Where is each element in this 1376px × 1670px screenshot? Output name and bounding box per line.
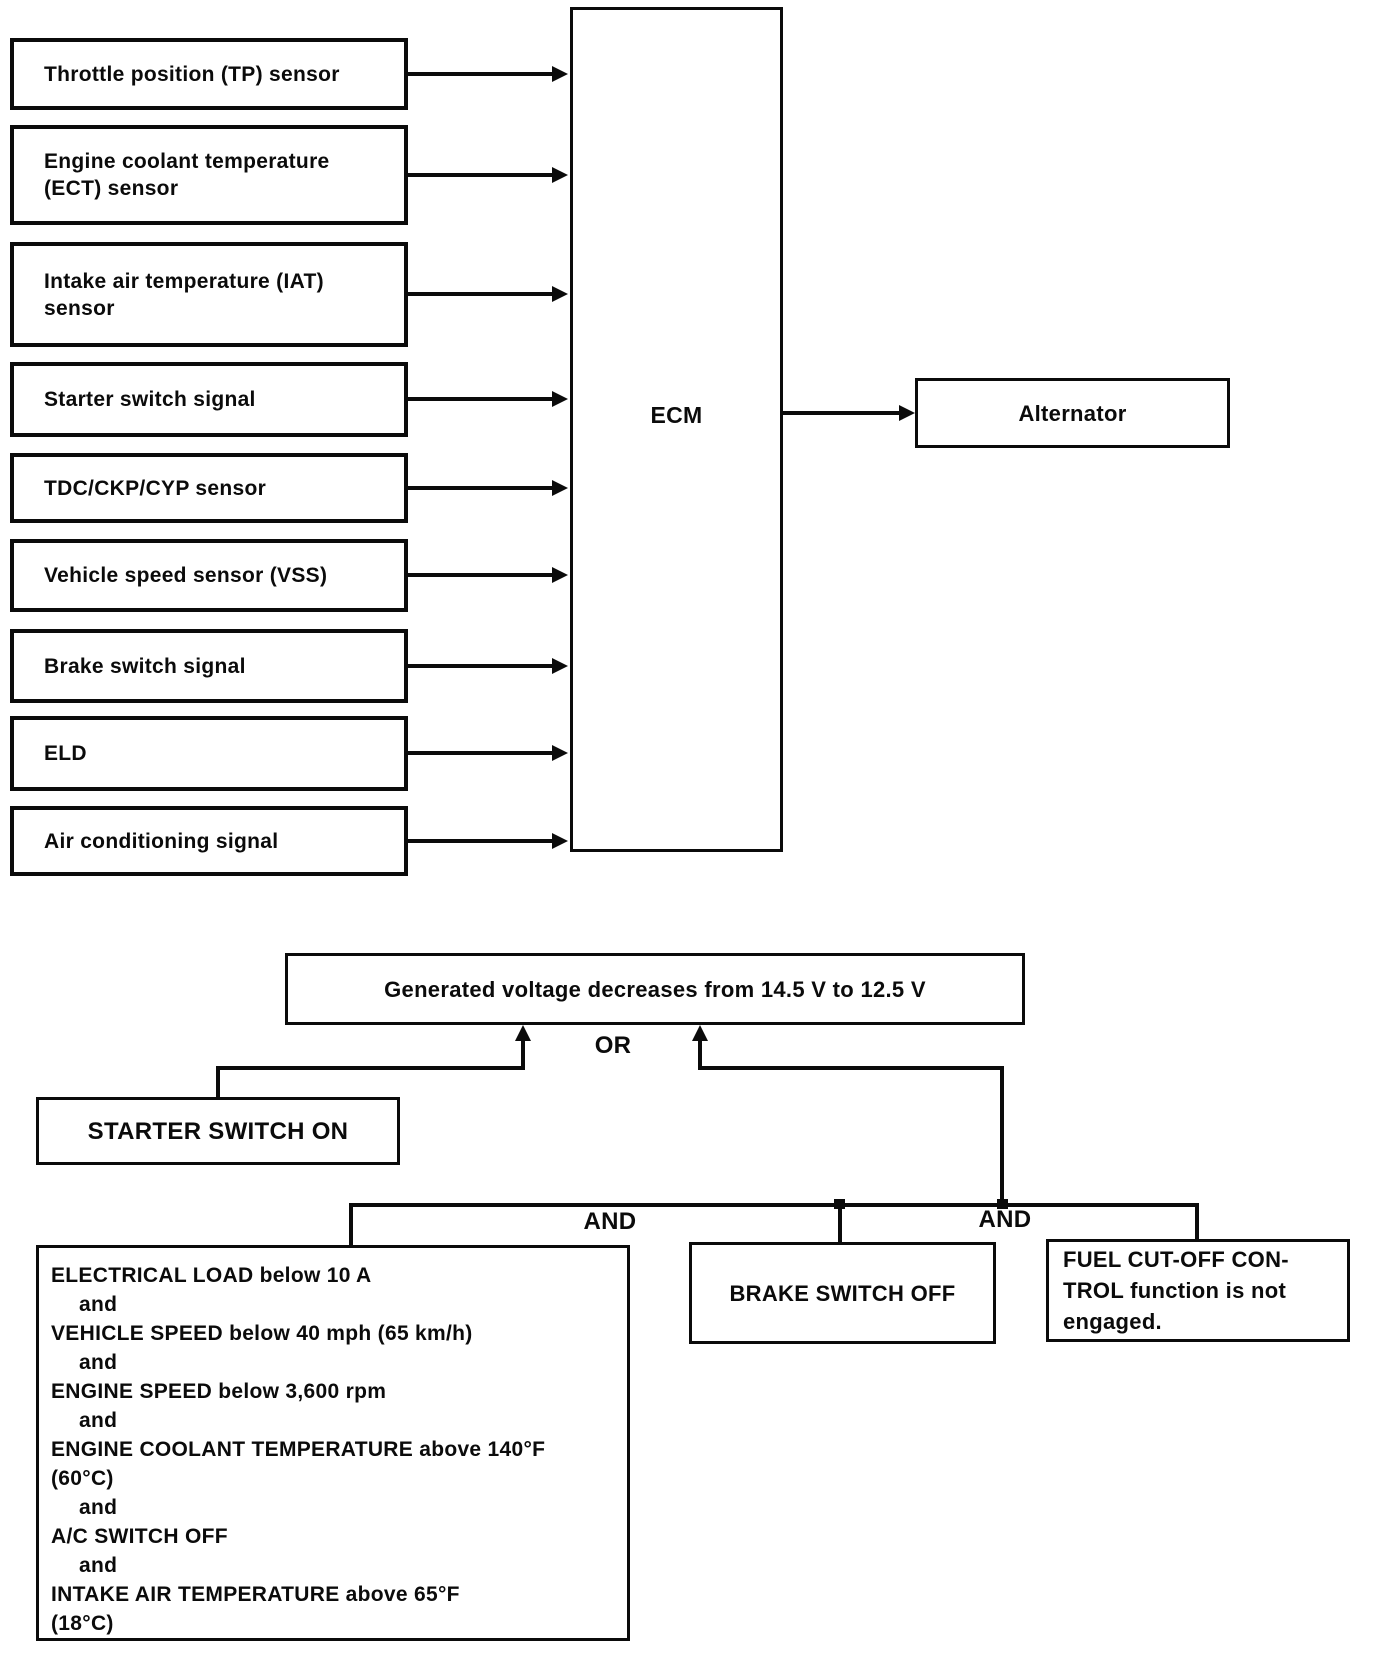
condition-line: A/C SWITCH OFF [51, 1525, 228, 1548]
connector-line [1195, 1203, 1199, 1239]
input-label: Throttle position (TP) sensor [44, 62, 340, 86]
fuel-cutoff-line: engaged. [1063, 1309, 1162, 1334]
fuel-cutoff-line: FUEL CUT-OFF CON- [1063, 1247, 1289, 1272]
starter-switch-on-label: STARTER SWITCH ON [87, 1117, 349, 1145]
condition-line: ENGINE COOLANT TEMPERATURE above 140°F [51, 1438, 546, 1461]
connector-line [521, 1038, 525, 1070]
starter-switch-on-box: STARTER SWITCH ON [36, 1097, 400, 1165]
input-box-ac-signal: Air conditioning signal [10, 806, 408, 876]
condition-line: (60°C) [51, 1467, 114, 1490]
input-label: Engine coolant temperature (ECT) sensor [44, 150, 330, 200]
connector-line [216, 1066, 525, 1070]
conditions-box: ELECTRICAL LOAD below 10 A and VEHICLE S… [36, 1245, 630, 1641]
connector-line [408, 486, 556, 490]
arrow-into-ecm-icon [552, 745, 568, 761]
arrow-into-ecm-icon [552, 286, 568, 302]
connector-line [216, 1066, 220, 1099]
junction-dot [997, 1199, 1008, 1209]
input-box-vss: Vehicle speed sensor (VSS) [10, 539, 408, 612]
connector-line [408, 397, 556, 401]
condition-and: and [79, 1496, 118, 1519]
connector-line [838, 1203, 842, 1242]
and-left-operator-label: AND [583, 1208, 637, 1235]
connector-line [408, 751, 556, 755]
condition-and: and [79, 1554, 118, 1577]
input-box-iat-sensor: Intake air temperature (IAT) sensor [10, 242, 408, 347]
input-label: Air conditioning signal [44, 829, 279, 853]
or-operator-label: OR [594, 1032, 632, 1059]
input-box-eld: ELD [10, 716, 408, 791]
arrow-up-or-left-icon [515, 1025, 531, 1041]
connector-line [408, 573, 556, 577]
junction-dot [834, 1199, 845, 1209]
connector-line [408, 72, 556, 76]
input-box-tdc-ckp-cyp: TDC/CKP/CYP sensor [10, 453, 408, 523]
connector-line [408, 292, 556, 296]
input-box-ect-sensor: Engine coolant temperature (ECT) sensor [10, 125, 408, 225]
condition-line: VEHICLE SPEED below 40 mph (65 km/h) [51, 1322, 473, 1345]
connector-line [783, 411, 901, 415]
condition-and: and [79, 1293, 118, 1316]
input-label: Starter switch signal [44, 388, 256, 411]
connector-line [408, 173, 556, 177]
input-label: ELD [44, 742, 87, 765]
condition-line: (18°C) [51, 1612, 114, 1635]
input-box-brake-switch: Brake switch signal [10, 629, 408, 703]
condition-line: ENGINE SPEED below 3,600 rpm [51, 1380, 387, 1403]
connector-line [698, 1066, 1004, 1070]
arrow-into-ecm-icon [552, 66, 568, 82]
arrow-into-ecm-icon [552, 480, 568, 496]
result-label: Generated voltage decreases from 14.5 V … [384, 976, 926, 1002]
fuel-cutoff-box: FUEL CUT-OFF CON- TROL function is not e… [1046, 1239, 1350, 1342]
and-right-operator-label: AND [978, 1206, 1032, 1233]
connector-line [408, 839, 556, 843]
arrow-into-ecm-icon [552, 567, 568, 583]
input-box-starter-switch: Starter switch signal [10, 362, 408, 437]
condition-and: and [79, 1409, 118, 1432]
arrow-into-ecm-icon [552, 167, 568, 183]
input-label: Brake switch signal [44, 654, 246, 678]
ecm-label: ECM [650, 402, 703, 428]
arrow-up-or-right-icon [692, 1025, 708, 1041]
result-box: Generated voltage decreases from 14.5 V … [285, 953, 1025, 1025]
ecm-box: ECM [570, 7, 783, 852]
connector-line [1000, 1066, 1004, 1207]
alternator-label: Alternator [1018, 400, 1127, 426]
alternator-box: Alternator [915, 378, 1230, 448]
input-label: Intake air temperature (IAT) sensor [44, 269, 324, 320]
connector-line [698, 1038, 702, 1070]
fuel-cutoff-line: TROL function is not [1063, 1278, 1287, 1303]
condition-and: and [79, 1351, 118, 1374]
arrow-into-ecm-icon [552, 833, 568, 849]
brake-switch-off-box: BRAKE SWITCH OFF [689, 1242, 996, 1344]
condition-line: INTAKE AIR TEMPERATURE above 65°F [51, 1583, 460, 1606]
connector-line [349, 1203, 353, 1245]
input-label: TDC/CKP/CYP sensor [44, 476, 267, 500]
condition-line: ELECTRICAL LOAD below 10 A [51, 1264, 372, 1287]
brake-switch-off-label: BRAKE SWITCH OFF [729, 1280, 956, 1306]
input-box-tp-sensor: Throttle position (TP) sensor [10, 38, 408, 110]
input-label: Vehicle speed sensor (VSS) [44, 564, 328, 587]
arrow-into-ecm-icon [552, 391, 568, 407]
arrow-into-alternator-icon [899, 405, 915, 421]
and-bar-line [349, 1203, 1199, 1207]
connector-line [408, 664, 556, 668]
arrow-into-ecm-icon [552, 658, 568, 674]
